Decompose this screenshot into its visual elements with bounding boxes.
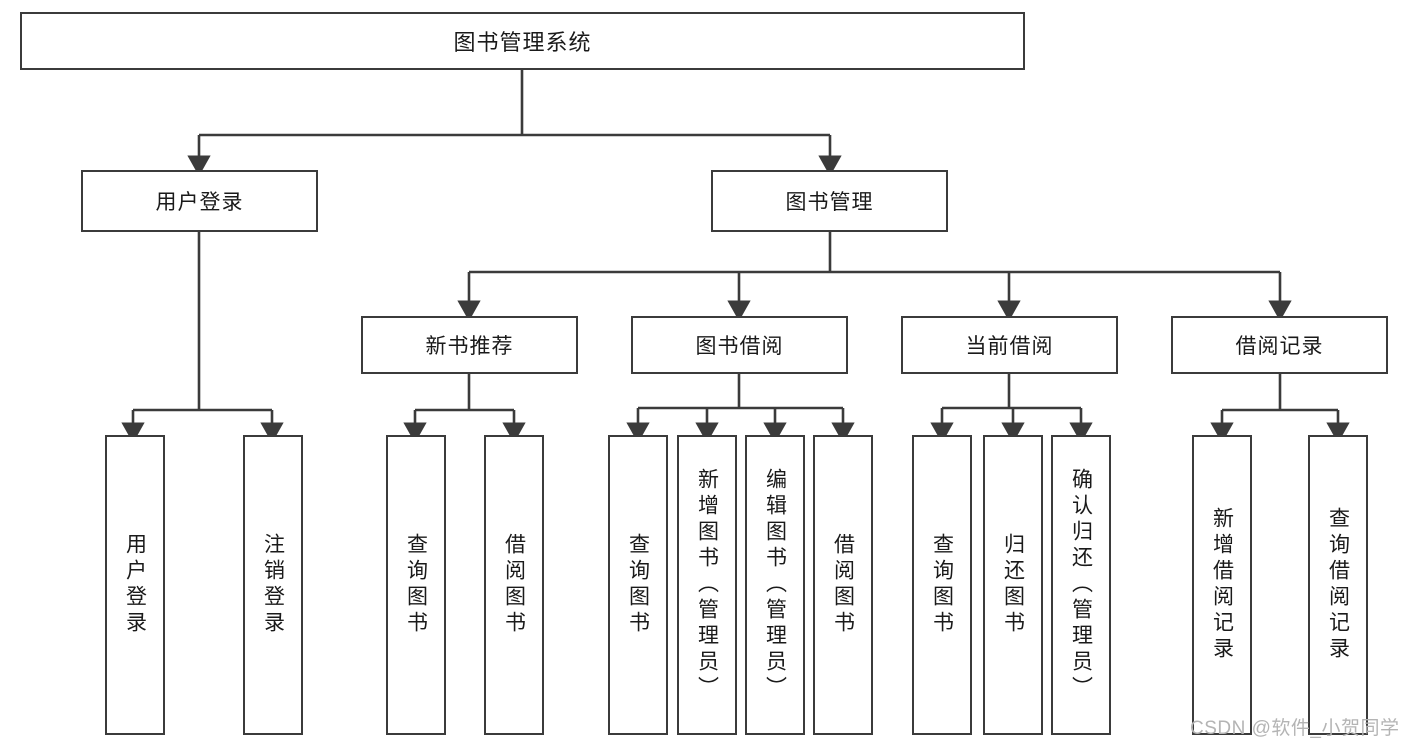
- node-leaf-query-book-3-label: 查询图书: [930, 533, 954, 637]
- node-current-borrow-label: 当前借阅: [965, 335, 1054, 358]
- node-leaf-query-book-2[interactable]: 查询图书: [608, 435, 668, 735]
- node-new-book-recommend-label: 新书推荐: [425, 335, 514, 358]
- node-leaf-query-record[interactable]: 查询借阅记录: [1308, 435, 1368, 735]
- node-leaf-logout[interactable]: 注销登录: [243, 435, 303, 735]
- node-borrow-record[interactable]: 借阅记录: [1171, 316, 1388, 374]
- node-leaf-query-book-1-label: 查询图书: [404, 533, 428, 637]
- node-book-management-label: 图书管理: [785, 191, 874, 214]
- node-book-borrow-label: 图书借阅: [695, 335, 784, 358]
- node-leaf-borrow-book-1-label: 借阅图书: [502, 533, 526, 637]
- node-user-login[interactable]: 用户登录: [81, 170, 318, 232]
- node-new-book-recommend[interactable]: 新书推荐: [361, 316, 578, 374]
- node-leaf-add-record-label: 新增借阅记录: [1210, 507, 1234, 663]
- node-leaf-query-book-1[interactable]: 查询图书: [386, 435, 446, 735]
- node-borrow-record-label: 借阅记录: [1235, 335, 1324, 358]
- node-leaf-query-record-label: 查询借阅记录: [1326, 507, 1350, 663]
- node-book-borrow[interactable]: 图书借阅: [631, 316, 848, 374]
- node-leaf-query-book-2-label: 查询图书: [626, 533, 650, 637]
- node-current-borrow[interactable]: 当前借阅: [901, 316, 1118, 374]
- node-leaf-return-book[interactable]: 归还图书: [983, 435, 1043, 735]
- node-leaf-return-book-label: 归还图书: [1001, 533, 1025, 637]
- node-leaf-edit-book-label: 编辑图书（管理员）: [763, 468, 787, 702]
- node-root-label: 图书管理系统: [453, 30, 592, 55]
- node-book-management[interactable]: 图书管理: [711, 170, 948, 232]
- node-root[interactable]: 图书管理系统: [20, 12, 1025, 70]
- node-leaf-add-record[interactable]: 新增借阅记录: [1192, 435, 1252, 735]
- node-leaf-logout-label: 注销登录: [261, 533, 285, 637]
- node-leaf-add-book[interactable]: 新增图书（管理员）: [677, 435, 737, 735]
- node-leaf-query-book-3[interactable]: 查询图书: [912, 435, 972, 735]
- node-leaf-edit-book[interactable]: 编辑图书（管理员）: [745, 435, 805, 735]
- node-user-login-label: 用户登录: [155, 191, 244, 214]
- node-leaf-confirm-return-label: 确认归还（管理员）: [1069, 468, 1093, 702]
- node-leaf-confirm-return[interactable]: 确认归还（管理员）: [1051, 435, 1111, 735]
- node-leaf-borrow-book-2[interactable]: 借阅图书: [813, 435, 873, 735]
- node-leaf-user-login[interactable]: 用户登录: [105, 435, 165, 735]
- node-leaf-user-login-label: 用户登录: [123, 533, 147, 637]
- node-leaf-borrow-book-2-label: 借阅图书: [831, 533, 855, 637]
- node-leaf-add-book-label: 新增图书（管理员）: [695, 468, 719, 702]
- node-leaf-borrow-book-1[interactable]: 借阅图书: [484, 435, 544, 735]
